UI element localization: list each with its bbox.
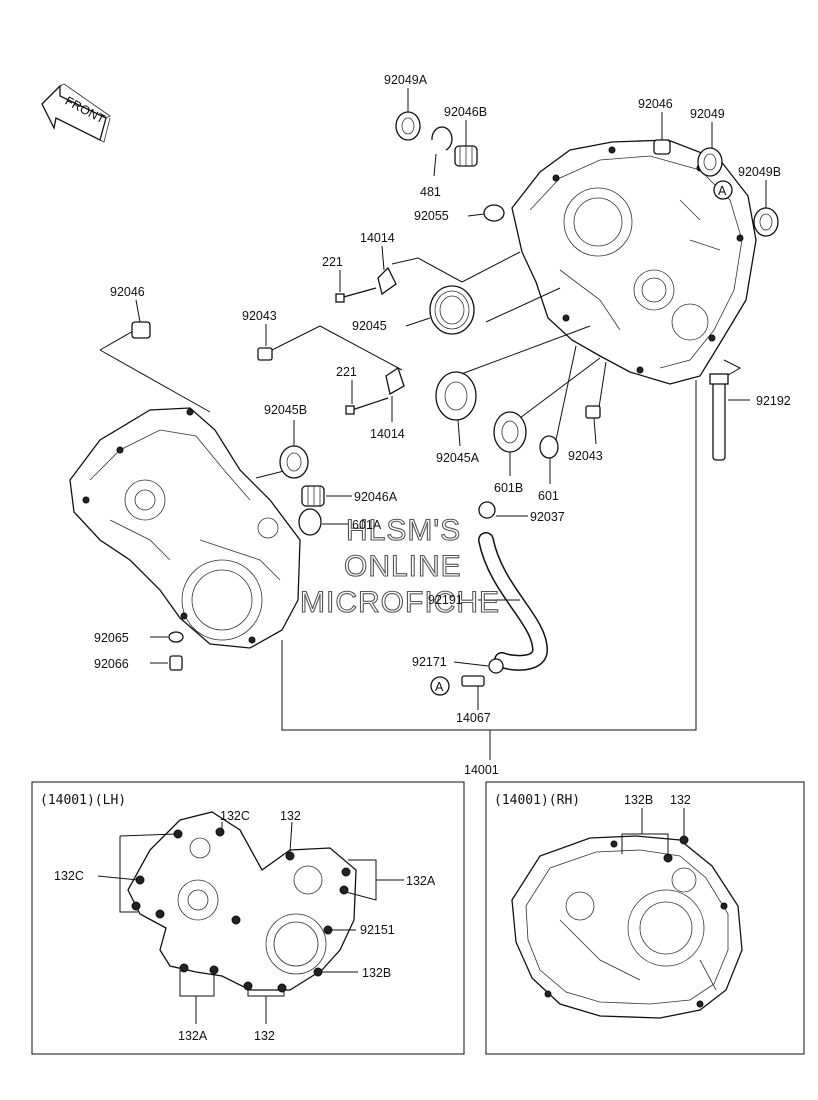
label-601[interactable]: 601 <box>538 489 559 503</box>
label-92045B[interactable]: 92045B <box>264 403 307 417</box>
dowel-92043-right <box>585 405 601 419</box>
plate-14014-top <box>377 266 397 296</box>
label-92037[interactable]: 92037 <box>530 510 565 524</box>
rh-label-132B[interactable]: 132B <box>624 793 653 807</box>
needle-bearing-92046-top <box>653 139 671 155</box>
needle-bearing-92046A <box>301 485 325 507</box>
label-92192[interactable]: 92192 <box>756 394 791 408</box>
part-labels: 92049A 92046B 481 92055 92046 92049 9204… <box>94 73 791 777</box>
needle-bearing-92046B <box>454 145 478 167</box>
label-92046B[interactable]: 92046B <box>444 105 487 119</box>
label-92171[interactable]: 92171 <box>412 655 447 669</box>
circlip-481 <box>431 126 453 151</box>
clamp-92171 <box>488 658 504 674</box>
label-601A[interactable]: 601A <box>352 518 382 532</box>
bolt-221-mid <box>345 397 389 415</box>
watermark-line-3: MICROFICHE <box>300 586 500 619</box>
label-92045A[interactable]: 92045A <box>436 451 480 465</box>
label-92049A[interactable]: 92049A <box>384 73 428 87</box>
oring-92055 <box>483 204 505 222</box>
plug-92066 <box>169 655 183 671</box>
bolt-221-top <box>335 287 377 303</box>
bearing-92045B <box>279 445 309 479</box>
label-221-mid[interactable]: 221 <box>336 365 357 379</box>
watermark: HLSM'S ONLINE MICROFICHE <box>299 513 500 619</box>
label-14014-mid[interactable]: 14014 <box>370 427 405 441</box>
label-92046-left[interactable]: 92046 <box>110 285 145 299</box>
label-92191[interactable]: 92191 <box>428 593 463 607</box>
rh-label-132[interactable]: 132 <box>670 793 691 807</box>
leader-lines <box>99 251 742 760</box>
hose-92191 <box>478 532 549 671</box>
ref-a-top-label: A <box>718 184 727 198</box>
watermark-line-1: HLSM'S <box>346 514 461 547</box>
bearing-92049A <box>395 111 421 141</box>
lh-box-title: (14001)(LH) <box>40 793 126 808</box>
bearing-92045 <box>429 285 475 335</box>
fitting-14067 <box>461 675 485 687</box>
label-92055[interactable]: 92055 <box>414 209 449 223</box>
plate-14014-mid <box>385 366 405 396</box>
label-92046A[interactable]: 92046A <box>354 490 398 504</box>
bearing-601 <box>539 435 559 459</box>
lh-label-132-top[interactable]: 132 <box>280 809 301 823</box>
label-92043-right[interactable]: 92043 <box>568 449 603 463</box>
clamp-92037 <box>478 501 496 519</box>
lh-label-132A-right[interactable]: 132A <box>406 874 436 888</box>
label-92065[interactable]: 92065 <box>94 631 129 645</box>
label-92049B[interactable]: 92049B <box>738 165 781 179</box>
lh-label-92151[interactable]: 92151 <box>360 923 395 937</box>
label-92045[interactable]: 92045 <box>352 319 387 333</box>
label-14014-top[interactable]: 14014 <box>360 231 395 245</box>
dowel-92043-left <box>257 347 273 361</box>
ref-a-bottom: A <box>430 676 450 696</box>
lh-label-132C-top[interactable]: 132C <box>220 809 250 823</box>
lh-detail-box: (14001)(LH) <box>31 781 465 1055</box>
seal-92049B <box>753 207 779 237</box>
right-crankcase-half <box>511 139 757 385</box>
label-601B[interactable]: 601B <box>494 481 523 495</box>
pipe-92192 <box>709 373 729 461</box>
lh-label-132C-left[interactable]: 132C <box>54 869 84 883</box>
label-14001[interactable]: 14001 <box>464 763 499 777</box>
label-92046-top[interactable]: 92046 <box>638 97 673 111</box>
bearing-92045A <box>435 371 477 421</box>
label-92049[interactable]: 92049 <box>690 107 725 121</box>
label-92043-left[interactable]: 92043 <box>242 309 277 323</box>
label-leaders <box>135 88 767 710</box>
lh-label-132-bottom[interactable]: 132 <box>254 1029 275 1043</box>
bearing-601A <box>298 508 322 536</box>
left-crankcase-half <box>69 407 301 649</box>
label-14067[interactable]: 14067 <box>456 711 491 725</box>
lh-label-132A-bottom[interactable]: 132A <box>178 1029 208 1043</box>
ref-a-bottom-label: A <box>435 680 444 694</box>
label-221-top[interactable]: 221 <box>322 255 343 269</box>
watermark-line-2: ONLINE <box>344 550 462 583</box>
ref-a-top: A <box>713 180 733 200</box>
label-481[interactable]: 481 <box>420 185 441 199</box>
bearing-601B <box>493 411 527 453</box>
needle-bearing-92046-left <box>131 321 151 339</box>
rh-detail-box: (14001)(RH) 132B 132 <box>485 781 805 1055</box>
label-92066[interactable]: 92066 <box>94 657 129 671</box>
seal-92049 <box>697 147 723 177</box>
lh-label-132B[interactable]: 132B <box>362 966 391 980</box>
front-arrow-icon: FRONT <box>41 83 111 143</box>
washer-92065 <box>168 631 184 643</box>
rh-box-title: (14001)(RH) <box>494 793 580 808</box>
